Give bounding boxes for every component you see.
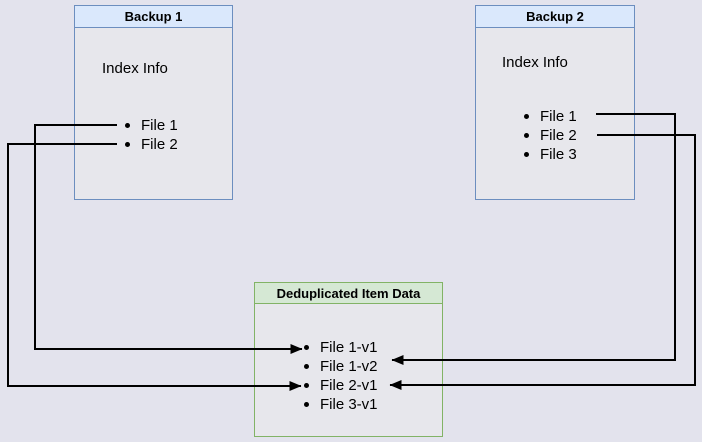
node-deduplicated-item-data-title: Deduplicated Item Data <box>276 285 421 301</box>
bullet-icon <box>524 114 529 119</box>
list-item-label: File 1-v1 <box>320 339 378 356</box>
list-item-label: File 1-v2 <box>320 358 378 375</box>
list-item-label: File 3-v1 <box>320 396 378 413</box>
list-item: File 3-v1 <box>304 395 378 414</box>
node-backup-2-title: Backup 2 <box>526 9 584 24</box>
node-backup-1-header: Backup 1 <box>75 6 232 28</box>
list-item-label: File 2-v1 <box>320 377 378 394</box>
list-item-label: File 1 <box>141 117 178 134</box>
bullet-icon <box>524 133 529 138</box>
node-backup-1: Backup 1 <box>74 5 233 200</box>
list-item-label: File 1 <box>540 108 577 125</box>
list-item: File 1 <box>524 107 577 126</box>
backup-2-file-list: File 1 File 2 File 3 <box>524 107 577 164</box>
bullet-icon <box>304 345 309 350</box>
backup-1-index-info-label: Index Info <box>102 60 168 77</box>
dedup-file-list: File 1-v1 File 1-v2 File 2-v1 File 3-v1 <box>304 338 378 414</box>
list-item: File 2-v1 <box>304 376 378 395</box>
bullet-icon <box>304 402 309 407</box>
list-item: File 2 <box>524 126 577 145</box>
list-item-label: File 3 <box>540 146 577 163</box>
node-backup-1-title: Backup 1 <box>124 9 183 24</box>
list-item-label: File 2 <box>141 136 178 153</box>
bullet-icon <box>125 123 130 128</box>
list-item: File 2 <box>125 135 178 154</box>
bullet-icon <box>304 383 309 388</box>
backup-1-file-list: File 1 File 2 <box>125 116 178 154</box>
list-item: File 1-v1 <box>304 338 378 357</box>
list-item-label: File 2 <box>540 127 577 144</box>
list-item: File 1 <box>125 116 178 135</box>
list-item: File 3 <box>524 145 577 164</box>
bullet-icon <box>524 152 529 157</box>
backup-2-index-info-label: Index Info <box>502 54 568 71</box>
node-deduplicated-item-data-header: Deduplicated Item Data <box>255 283 442 304</box>
list-item: File 1-v2 <box>304 357 378 376</box>
bullet-icon <box>125 142 130 147</box>
bullet-icon <box>304 364 309 369</box>
node-backup-2-header: Backup 2 <box>476 6 634 28</box>
node-backup-2: Backup 2 <box>475 5 635 200</box>
